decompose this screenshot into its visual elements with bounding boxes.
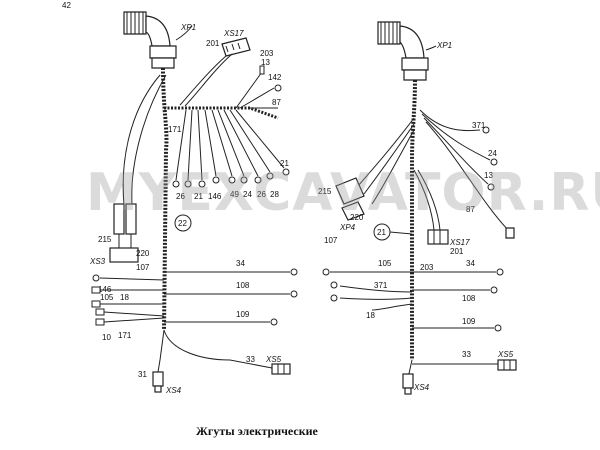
left-main-trunk	[161, 67, 169, 331]
left-wire-142-label: 142	[268, 73, 282, 82]
left-xs4-connector	[152, 371, 164, 393]
left-wire-171a-label: 171	[168, 125, 182, 134]
right-wire-220-label: 220	[350, 213, 364, 222]
left-wire-26a-label: 26	[176, 192, 185, 201]
left-wire-34-label: 34	[236, 259, 245, 268]
left-xs3-label: XS3	[89, 257, 106, 266]
left-xs4-label: XS4	[165, 386, 182, 395]
right-wire-371a-label: 371	[472, 121, 486, 130]
left-wire-10-label: 10	[102, 333, 111, 342]
left-xs17-connector	[179, 37, 251, 107]
right-xs17-connector	[427, 229, 449, 245]
left-xs17-label: XS17	[223, 29, 244, 38]
left-wire-109-label: 109	[236, 310, 250, 319]
left-harness: XP1 XS17 201 203 13 142 87	[89, 11, 298, 395]
left-wire-146a-label: 146	[208, 192, 222, 201]
caption: Жгуты электрические	[196, 424, 319, 438]
right-xp4-connector	[335, 177, 365, 221]
left-wire-171b-label: 171	[118, 331, 132, 340]
left-wire-108-label: 108	[236, 281, 250, 290]
left-wire-203-label: 203	[260, 49, 274, 58]
right-xp1-label: XP1	[436, 41, 452, 50]
right-wire-33-label: 33	[462, 350, 471, 359]
right-xs5-label: XS5	[497, 350, 514, 359]
left-wire-21b-label: 21	[280, 159, 289, 168]
left-xp1-label: XP1	[180, 23, 196, 32]
right-xs4-connector	[402, 373, 414, 395]
right-harness-number: 21	[377, 228, 386, 237]
left-wire-28-label: 28	[270, 190, 279, 199]
left-wire-21a-label: 21	[194, 192, 203, 201]
left-wire-31-label: 31	[138, 370, 147, 379]
right-wire-18-label: 18	[366, 311, 375, 320]
watermark: MYEXCAVATOR.RU	[86, 163, 600, 223]
left-harness-number: 22	[178, 219, 187, 228]
left-wire-87-label: 87	[272, 98, 281, 107]
left-wire-13-label: 13	[261, 58, 270, 67]
right-wire-13-label: 13	[484, 171, 493, 180]
right-xs17-label: XS17	[449, 238, 470, 247]
right-wire-201-label: 201	[450, 247, 464, 256]
left-wire-24-label: 24	[243, 190, 252, 199]
corner-mark: 42	[62, 1, 71, 10]
left-xs5-label: XS5	[265, 355, 282, 364]
left-wire-107-label: 107	[136, 263, 150, 272]
right-xs4-label: XS4	[413, 383, 430, 392]
left-xs5-connector	[271, 363, 291, 375]
right-wire-109-label: 109	[462, 317, 476, 326]
right-wire-24-label: 24	[488, 149, 497, 158]
right-xp4-label: XP4	[339, 223, 356, 232]
right-xs5-connector	[497, 359, 517, 371]
right-wire-105-label: 105	[378, 259, 392, 268]
left-wire-33-label: 33	[246, 355, 255, 364]
left-wire-105-label: 105	[100, 293, 114, 302]
left-wire-49-label: 49	[230, 190, 239, 199]
right-wire-34-label: 34	[466, 259, 475, 268]
left-wire-26b-label: 26	[257, 190, 266, 199]
left-wire-18-label: 18	[120, 293, 129, 302]
left-xs3-connector	[109, 203, 139, 263]
right-wire-87-label: 87	[466, 205, 475, 214]
left-harness-number-badge	[174, 214, 192, 232]
left-xp1-connector	[123, 11, 193, 69]
left-wire-215-label: 215	[98, 235, 112, 244]
right-wire-107-label: 107	[324, 236, 338, 245]
right-wire-203-label: 203	[420, 263, 434, 272]
left-wire-201-label: 201	[206, 39, 220, 48]
left-wire-220-label: 220	[136, 249, 150, 258]
right-wire-108-label: 108	[462, 294, 476, 303]
right-harness: XP1 371 24 13 87 215 220 XP4 107 21	[318, 21, 517, 395]
right-xp1-connector	[377, 21, 437, 81]
right-wire-371b-label: 371	[374, 281, 388, 290]
right-wire-215-label: 215	[318, 187, 332, 196]
